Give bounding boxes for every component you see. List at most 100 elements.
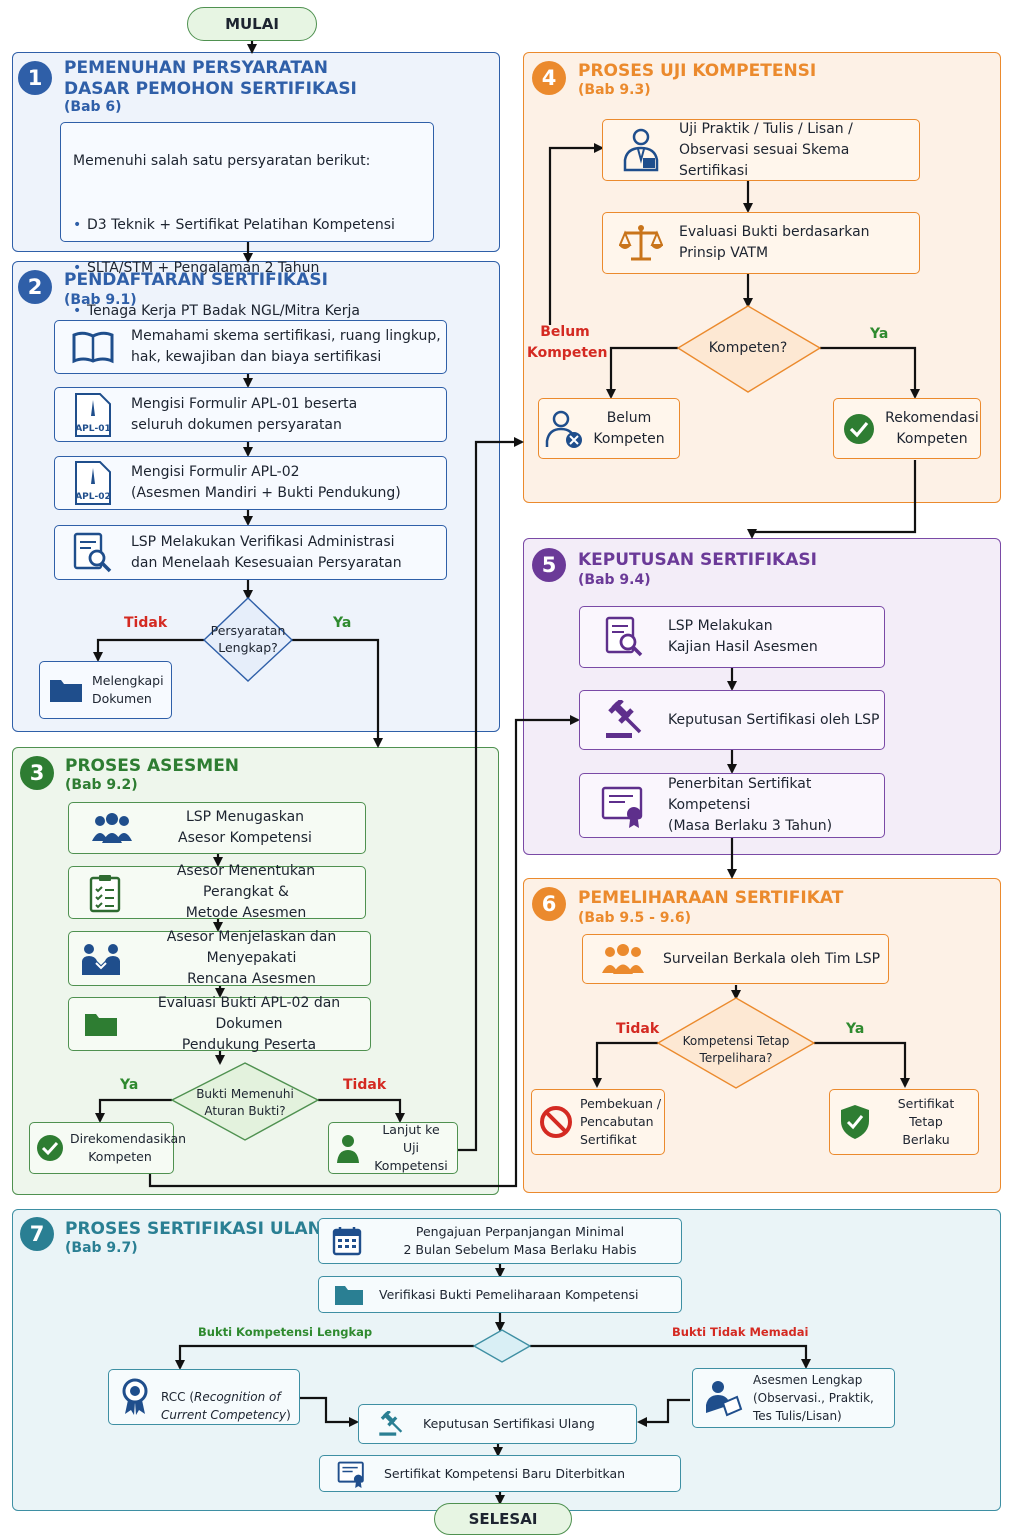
s4-recommend-competent: Rekomendasi Kompeten: [833, 398, 981, 459]
requirements-box: Memenuhi salah satu persyaratan berikut:…: [60, 122, 434, 341]
decision-s6-diamond: [656, 997, 816, 1089]
start-pill: MULAI: [187, 7, 317, 41]
s2-no-label: Tidak: [124, 615, 168, 631]
certificate-icon: [320, 1460, 384, 1488]
section-5-title: KEPUTUSAN SERTIFIKASI: [578, 550, 817, 570]
section-3-number: 3: [20, 756, 54, 790]
section-7-subtitle: (Bab 9.7): [65, 1240, 138, 1256]
requirement-item: SLTA/STM + Pengalaman 2 Tahun: [73, 258, 395, 280]
section-4-title: PROSES UJI KOMPETENSI: [578, 61, 817, 81]
person-x-icon: [539, 409, 589, 449]
s7-right-label: Bukti Tidak Memadai: [672, 1325, 809, 1339]
s7-new-certificate: Sertifikat Kompetensi Baru Diterbitkan: [319, 1455, 681, 1492]
section-6-number: 6: [532, 887, 566, 921]
s2-step-apl01: APL-01 Mengisi Formulir APL-01 beserta s…: [54, 387, 447, 442]
rcc-full-name: Recognition of Current Competency: [161, 1390, 287, 1422]
s5-step-certificate: Penerbitan Sertifikat Kompetensi (Masa B…: [579, 773, 885, 838]
requirement-item: D3 Teknik + Sertifikat Pelatihan Kompete…: [73, 215, 395, 237]
section-2-title: PENDAFTARAN SERTIFIKASI: [64, 270, 328, 290]
folder-icon: [319, 1283, 379, 1307]
s7-step-submission: Pengajuan Perpanjangan Minimal 2 Bulan S…: [318, 1218, 682, 1264]
shield-check-icon: [830, 1104, 880, 1140]
s2-complete-docs: Melengkapi Dokumen: [39, 661, 172, 719]
decision-s2-diamond: [202, 597, 294, 682]
gavel-icon: [359, 1411, 423, 1437]
decision-s4-diamond: [676, 305, 822, 393]
s2-step-verification: LSP Melakukan Verifikasi Administrasi da…: [54, 525, 447, 580]
award-ribbon-icon: [109, 1378, 161, 1416]
rcc-prefix: RCC (: [161, 1390, 194, 1404]
form-apl02-icon: APL-02: [55, 460, 131, 506]
s2-step-apl02: APL-02 Mengisi Formulir APL-02 (Asesmen …: [54, 456, 447, 510]
group-icon: [69, 811, 155, 845]
s4-step-test: Uji Praktik / Tulis / Lisan / Observasi …: [602, 119, 920, 181]
s7-recert-decision: Keputusan Sertifikasi Ulang: [358, 1404, 637, 1444]
s3-step-assign: LSP Menugaskan Asesor Kompetensi: [68, 802, 366, 854]
gavel-icon: [580, 700, 668, 740]
section-1-title: PEMENUHAN PERSYARATAN DASAR PEMOHON SERT…: [64, 58, 357, 99]
scale-icon: [603, 223, 679, 263]
s3-continue-test: Lanjut ke Uji Kompetensi: [328, 1122, 458, 1174]
section-4-number: 4: [532, 61, 566, 95]
section-7-title: PROSES SERTIFIKASI ULANG: [65, 1219, 336, 1239]
section-2-subtitle: (Bab 9.1): [64, 292, 137, 308]
s4-yes-label: Ya: [870, 326, 889, 342]
s3-decision-label: Bukti Memenuhi Aturan Bukti?: [196, 1087, 294, 1118]
review-icon: [580, 615, 668, 659]
s4-step-evaluate: Evaluasi Bukti berdasarkan Prinsip VATM: [602, 212, 920, 274]
prohibited-icon: [532, 1105, 580, 1139]
calendar-icon: [319, 1226, 375, 1256]
s6-freeze-revoke: Pembekuan / Pencabutan Sertifikat: [531, 1089, 665, 1155]
section-3-title: PROSES ASESMEN: [65, 756, 240, 776]
certificate-icon: [580, 784, 668, 828]
decision-s3-diamond: [170, 1062, 320, 1141]
s6-step-surveillance: Surveilan Berkala oleh Tim LSP: [582, 934, 889, 984]
section-2-number: 2: [18, 270, 52, 304]
s4-decision-label: Kompeten?: [708, 340, 788, 356]
section-5-number: 5: [532, 548, 566, 582]
check-circle-icon: [834, 413, 884, 445]
svg-text:APL-01: APL-01: [75, 424, 111, 434]
handshake-icon: [69, 941, 133, 977]
s2-decision-label: Persyaratan Lengkap?: [210, 623, 286, 655]
checklist-icon: [69, 873, 141, 913]
section-5-subtitle: (Bab 9.4): [578, 572, 651, 588]
s6-cert-valid: Sertifikat Tetap Berlaku: [829, 1089, 979, 1155]
section-7-number: 7: [20, 1217, 54, 1251]
section-1-subtitle: (Bab 6): [64, 99, 122, 115]
s2-step-understand: Memahami skema sertifikasi, ruang lingku…: [54, 320, 447, 374]
s7-step-verification: Verifikasi Bukti Pemeliharaan Kompetensi: [318, 1276, 682, 1313]
s7-rcc: RCC (Recognition of Current Competency): [108, 1369, 300, 1425]
section-6-title: PEMELIHARAAN SERTIFIKAT: [578, 888, 844, 908]
s4-loop-label: Belum Kompeten: [527, 324, 608, 361]
s5-step-decision: Keputusan Sertifikasi oleh LSP: [579, 690, 885, 750]
s3-step-determine: Asesor Menentukan Perangkat & Metode Ase…: [68, 863, 366, 921]
decision-s7-diamond: [472, 1329, 532, 1363]
s3-step-evaluate: Evaluasi Bukti APL-02 dan Dokumen Penduk…: [68, 995, 371, 1053]
folder-icon: [69, 1010, 133, 1038]
s4-not-competent: Belum Kompeten: [538, 398, 680, 459]
s7-full-assessment: Asesmen Lengkap (Observasi., Praktik, Te…: [692, 1368, 895, 1428]
folder-icon: [40, 676, 92, 704]
book-icon: [55, 330, 131, 364]
form-apl01-icon: APL-01: [55, 392, 131, 438]
s3-no-label: Tidak: [343, 1077, 387, 1093]
s5-step-review: LSP Melakukan Kajian Hasil Asesmen: [579, 606, 885, 668]
s2-yes-label: Ya: [333, 615, 352, 631]
s6-no-label: Tidak: [616, 1021, 660, 1037]
examiner-icon: [603, 128, 679, 172]
s3-recommended-competent: Direkomendasikan Kompeten: [29, 1122, 186, 1174]
svg-text:APL-02: APL-02: [75, 492, 111, 502]
s3-yes-label: Ya: [120, 1077, 139, 1093]
group-icon: [583, 943, 663, 975]
s7-left-label: Bukti Kompetensi Lengkap: [198, 1325, 373, 1339]
s6-yes-label: Ya: [846, 1021, 865, 1037]
document-search-icon: [55, 531, 131, 575]
section-1-number: 1: [18, 61, 52, 95]
section-4-subtitle: (Bab 9.3): [578, 82, 651, 98]
end-pill: SELESAI: [434, 1503, 572, 1535]
person-icon: [329, 1133, 367, 1163]
section-3-subtitle: (Bab 9.2): [65, 777, 138, 793]
s6-decision-label: Kompetensi Tetap Terpelihara?: [682, 1034, 790, 1065]
